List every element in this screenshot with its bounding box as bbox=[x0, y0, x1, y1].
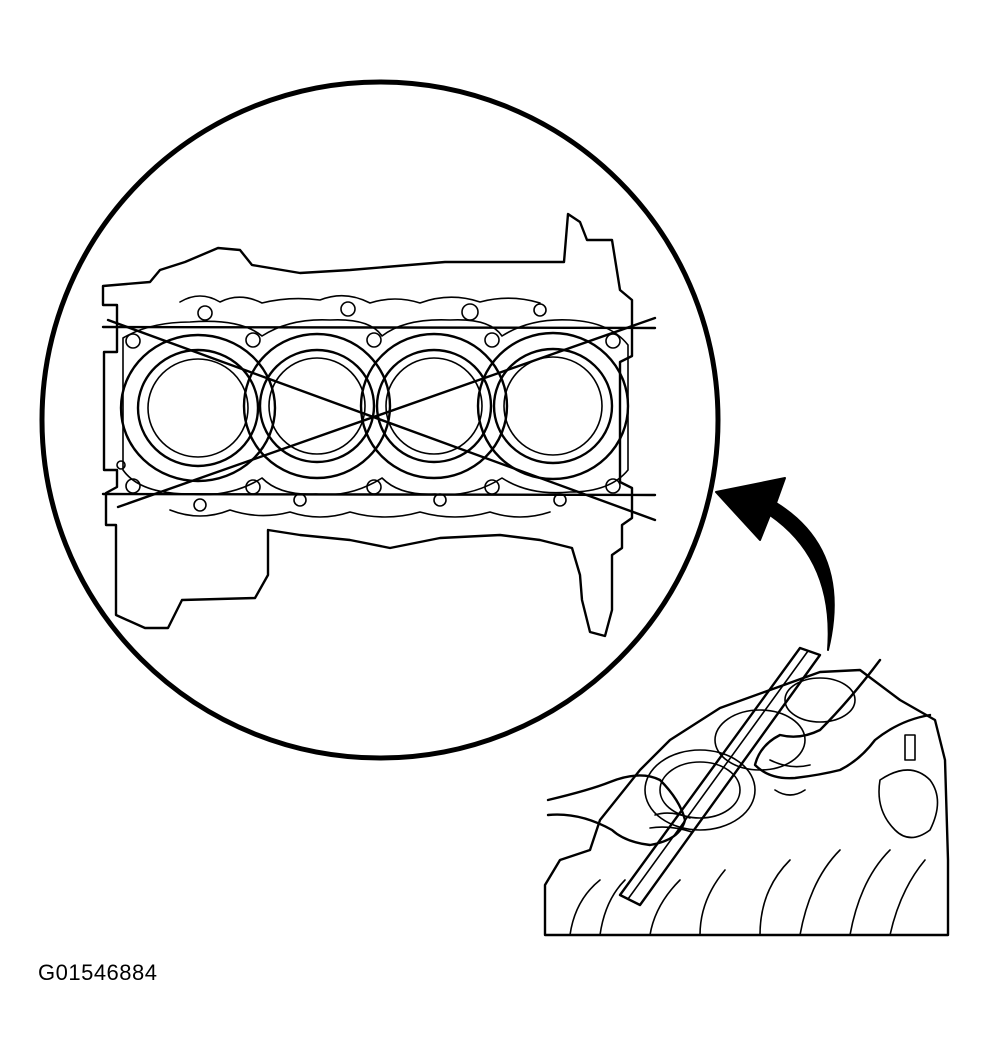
straightedge-hands-illustration bbox=[543, 646, 950, 937]
magnification-circle bbox=[39, 79, 721, 761]
measurement-lines bbox=[101, 316, 657, 522]
engine-block-deck bbox=[101, 212, 634, 638]
figure-id-label: G01546884 bbox=[38, 960, 158, 985]
curved-arrow-icon bbox=[715, 477, 835, 651]
